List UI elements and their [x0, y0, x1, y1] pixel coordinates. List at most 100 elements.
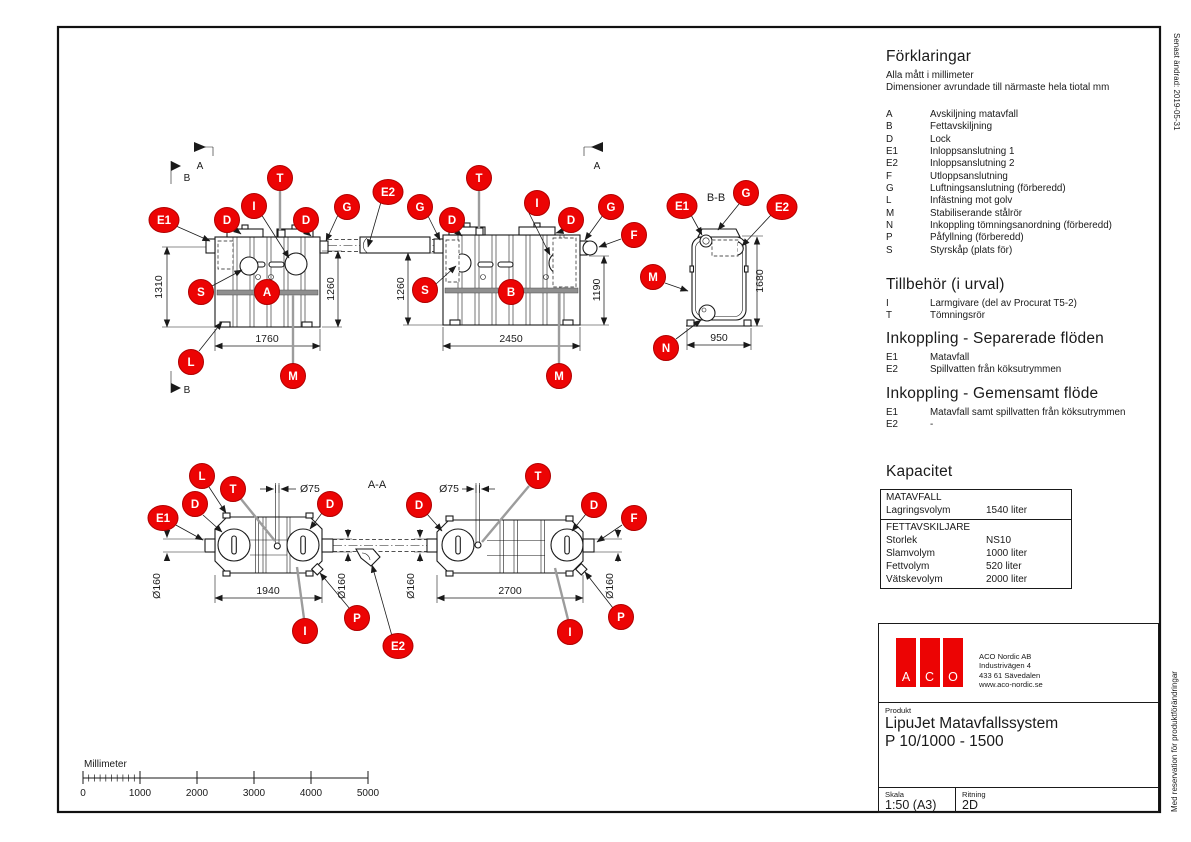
callout-b-text: B [507, 287, 515, 299]
scale-ruler-tick-label: 1000 [129, 788, 152, 799]
callout-t-marker [525, 463, 551, 489]
legend-key: M [886, 207, 895, 219]
svg-text:2450: 2450 [499, 333, 523, 345]
aco-logo-block-o: O [943, 638, 963, 687]
callout-p-marker [344, 605, 370, 631]
legend-row-l: L Infästning mot golv [886, 195, 1158, 207]
legend-row-s: S Styrskåp (plats för) [886, 245, 1158, 257]
callout-d-text: D [302, 215, 310, 227]
view-section-bb: B-B [686, 192, 752, 327]
callout-e2-marker [372, 179, 404, 205]
legend-key: E1 [886, 352, 898, 363]
legend-value: Lock [930, 133, 951, 145]
view-front-separator-tank [205, 224, 329, 328]
drawing-type-cell: Ritning 2D [956, 788, 986, 812]
aco-logo-block-a: A [896, 638, 916, 687]
connecting-pipe-front [328, 236, 434, 254]
legend-value: Styrskåp (plats för) [930, 244, 1013, 256]
company-name: ACO Nordic AB [979, 652, 1032, 661]
legend-row-b: B Fettavskiljning [886, 121, 1158, 133]
legend-value: Infästning mot golv [930, 195, 1013, 207]
vent-g-stub [319, 240, 329, 254]
drawing-type-value: 2D [962, 798, 978, 812]
legend-value: Fettavskiljning [930, 121, 993, 133]
svg-text:1260: 1260 [325, 277, 337, 301]
callout-e1-marker [147, 505, 179, 531]
legend-value: Stabiliserande stålrör [930, 207, 1023, 219]
callout-e1-marker [666, 193, 698, 219]
svg-text:Ø160: Ø160 [336, 573, 348, 599]
legend-value: Larmgivare (del av Procurat T5-2) [930, 298, 1077, 309]
section-marker-a-right: A [594, 161, 601, 172]
callout-e1-marker [148, 207, 180, 233]
capacity-row-value: 520 liter [986, 561, 1022, 572]
capacity-row-value: 1540 liter [986, 505, 1028, 516]
section-title-bb: B-B [707, 192, 725, 204]
scale-label: Skala [885, 790, 904, 799]
callout-i-marker [524, 190, 550, 216]
callout-d-text: D [590, 500, 598, 512]
view-top-grease-tank: A-A [368, 479, 595, 577]
scale-cell: Skala 1:50 (A3) [879, 788, 956, 812]
capacity-row-value: NS10 [986, 535, 1012, 546]
scale-ruler-label: Millimeter [84, 759, 127, 770]
scale-ruler-tick-label: 5000 [357, 788, 380, 799]
aco-logo-block-c: C [919, 638, 940, 687]
section-marker-b-bottom: B [184, 385, 191, 396]
callout-i-text: I [303, 626, 306, 638]
legend-title: Förklaringar [886, 48, 972, 65]
svg-text:1680: 1680 [754, 269, 766, 293]
legend-value: Tömningsrör [930, 310, 985, 322]
legend-key: S [886, 244, 893, 256]
callout-i-text: I [535, 198, 538, 210]
callout-m-text: M [554, 371, 564, 383]
callout-e1-text: E1 [157, 215, 172, 227]
callout-t-marker [267, 165, 293, 191]
callout-d-marker [406, 492, 432, 518]
capacity-row-label: Lagringsvolym [886, 505, 951, 516]
callout-a-marker [254, 279, 280, 305]
section-title-aa: A-A [368, 479, 387, 491]
legend-row-e2: E2- [886, 419, 1158, 431]
capacity-section: Kapacitet [886, 463, 1158, 481]
p-fill-port [310, 562, 324, 576]
svg-text:Ø160: Ø160 [151, 573, 163, 599]
legend-key: L [886, 195, 892, 207]
callout-e1-text: E1 [156, 513, 171, 525]
callout-d-marker [214, 207, 240, 233]
callout-i-marker [557, 619, 583, 645]
legend-key: E1 [886, 407, 898, 418]
capacity-section-header: FETTAVSKILJARE [886, 522, 971, 533]
callout-l-marker [178, 349, 204, 375]
callout-t-marker [466, 165, 492, 191]
legend-key: B [886, 121, 893, 133]
callout-n-text: N [662, 343, 670, 355]
legend-value: Luftningsanslutning (förberedd) [930, 183, 1066, 195]
callout-s-marker [412, 277, 438, 303]
callout-d-text: D [326, 499, 334, 511]
sheet-frame [56, 25, 1162, 814]
callout-m-text: M [648, 272, 658, 284]
product-model: P 10/1000 - 1500 [885, 733, 1004, 750]
title-block-product-row: Produkt LipuJet Matavfallssystem P 10/10… [879, 703, 1158, 788]
callout-p-marker [608, 604, 634, 630]
connection-separate-title: Inkoppling - Separerade flöden [886, 330, 1104, 347]
callout-m-marker [280, 363, 306, 389]
callout-e2-marker [382, 633, 414, 659]
callout-p-text: P [617, 612, 625, 624]
callout-l-marker [189, 463, 215, 489]
callout-e1-text: E1 [675, 201, 690, 213]
callout-i-text: I [252, 201, 255, 213]
legend-value: - [930, 419, 934, 431]
callout-d-marker [558, 207, 584, 233]
